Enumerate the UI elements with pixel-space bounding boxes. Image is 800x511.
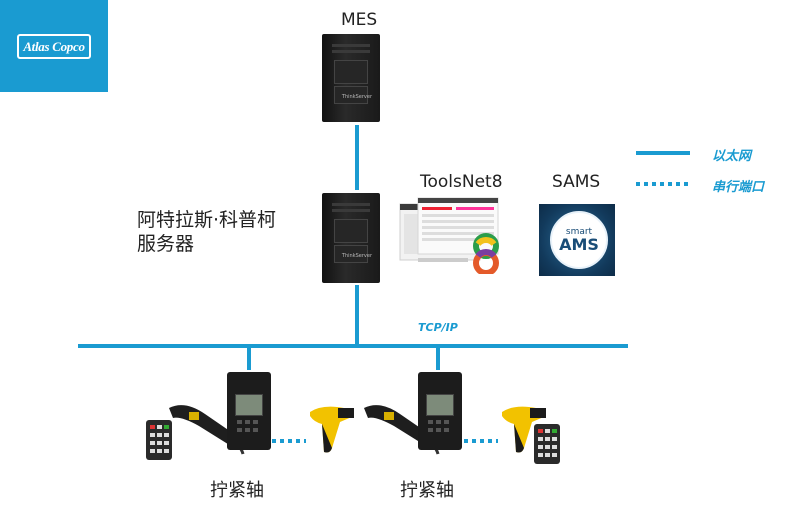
- right-tool-label: 拧紧轴: [400, 480, 454, 501]
- right-scanner-graphic: [502, 406, 546, 453]
- sams-label: SAMS: [552, 172, 601, 192]
- tcp-ip-label: TCP/IP: [418, 321, 458, 334]
- atlas-copco-logo: Atlas Copco: [0, 0, 108, 92]
- left-tool-label: 拧紧轴: [210, 480, 264, 501]
- logo-text: Atlas Copco: [17, 33, 91, 59]
- toolsnet-screenshot: [398, 196, 508, 276]
- company-server-icon: ThinkServer: [322, 193, 380, 283]
- left-barcode-scanner-icon: [308, 404, 358, 456]
- server-label-line2: 服务器: [137, 233, 195, 255]
- smart-ams-logo: smart AMS: [539, 204, 615, 276]
- ams-logo-big-text: AMS: [559, 234, 599, 254]
- mes-label: MES: [341, 10, 378, 30]
- ams-ring: smart AMS: [550, 211, 608, 269]
- left-remote-graphic: [146, 420, 172, 460]
- left-scanner-graphic: [310, 406, 354, 453]
- left-controller-icon: [227, 372, 271, 450]
- toolsnet-label: ToolsNet8: [420, 172, 503, 192]
- right-remote-graphic: [534, 424, 560, 464]
- right-remote-icon: [534, 424, 560, 464]
- server-label-line1: 阿特拉斯·科普柯: [137, 209, 277, 231]
- mes-server-icon: ThinkServer: [322, 34, 380, 122]
- toolsnet-graphic: [399, 197, 499, 276]
- server-label: 阿特拉斯·科普柯 服务器: [137, 208, 276, 256]
- legend-ethernet-label: 以太网: [712, 149, 752, 164]
- ams-logo-small-text: smart: [565, 226, 593, 237]
- right-controller-icon: [418, 372, 462, 450]
- right-barcode-scanner-icon: [500, 404, 550, 456]
- legend-serial-label: 串行端口: [712, 180, 765, 195]
- left-remote-icon: [146, 420, 172, 460]
